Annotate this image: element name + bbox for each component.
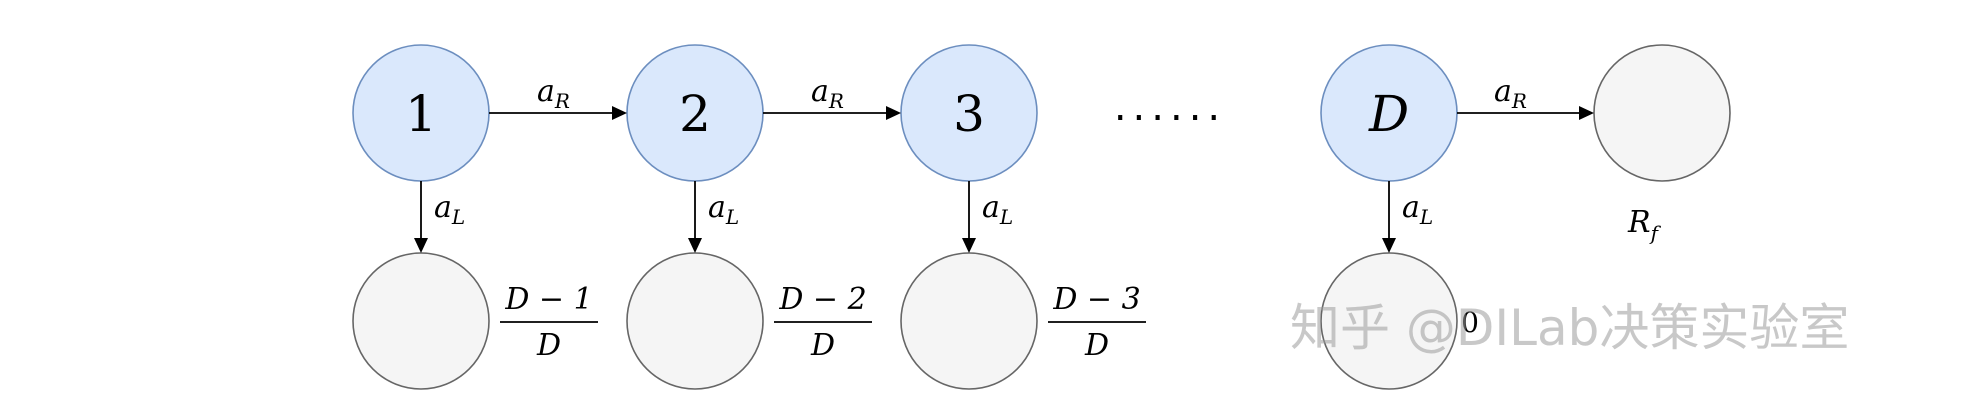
reward-fraction-2: D − 2 D bbox=[774, 282, 872, 363]
state-label-3: 3 bbox=[953, 85, 985, 143]
action-left-label-2: aL bbox=[708, 190, 739, 229]
arrow-down-d bbox=[1382, 181, 1396, 253]
action-left-label-1: aL bbox=[434, 190, 465, 229]
action-right-label-2: aR bbox=[811, 74, 844, 113]
svg-text:Rf: Rf bbox=[1627, 205, 1662, 245]
reward-fraction-1: D − 1 D bbox=[500, 282, 598, 363]
arrow-down-2 bbox=[688, 181, 702, 253]
reward-numerator-3: D − 3 bbox=[1052, 282, 1140, 317]
action-left-label-3: aL bbox=[982, 190, 1013, 229]
watermark-text: 知乎 @DILab决策实验室 bbox=[1290, 299, 1849, 357]
reward-denominator-3: D bbox=[1084, 328, 1109, 363]
svg-text:aR: aR bbox=[1494, 74, 1527, 113]
terminal-node-2 bbox=[626, 252, 764, 390]
terminal-node-3 bbox=[900, 252, 1038, 390]
svg-text:aR: aR bbox=[811, 74, 844, 113]
reward-denominator-2: D bbox=[810, 328, 835, 363]
state-label-2: 2 bbox=[679, 85, 711, 143]
reward-numerator-2: D − 2 bbox=[778, 282, 866, 317]
svg-text:aR: aR bbox=[537, 74, 570, 113]
svg-text:aL: aL bbox=[1402, 190, 1433, 229]
reward-value-d: 0 bbox=[1461, 306, 1479, 339]
action-right-label-1: aR bbox=[537, 74, 570, 113]
arrow-right-1-2 bbox=[489, 106, 627, 120]
arrow-down-1 bbox=[414, 181, 428, 253]
svg-text:aL: aL bbox=[708, 190, 739, 229]
state-label-1: 1 bbox=[405, 85, 437, 143]
svg-text:aL: aL bbox=[434, 190, 465, 229]
reward-fraction-3: D − 3 D bbox=[1048, 282, 1146, 363]
arrow-down-3 bbox=[962, 181, 976, 253]
reward-denominator-1: D bbox=[536, 328, 561, 363]
terminal-node-1 bbox=[352, 252, 490, 390]
action-left-label-d: aL bbox=[1402, 190, 1433, 229]
action-right-label-d: aR bbox=[1494, 74, 1527, 113]
state-label-d: D bbox=[1368, 85, 1409, 143]
reward-numerator-1: D − 1 bbox=[504, 282, 592, 317]
arrow-right-d-final bbox=[1457, 106, 1594, 120]
svg-text:aL: aL bbox=[982, 190, 1013, 229]
ellipsis: ...... bbox=[1114, 84, 1226, 130]
arrow-right-2-3 bbox=[763, 106, 901, 120]
final-reward-label: Rf bbox=[1627, 205, 1662, 245]
final-terminal-node bbox=[1593, 44, 1731, 182]
